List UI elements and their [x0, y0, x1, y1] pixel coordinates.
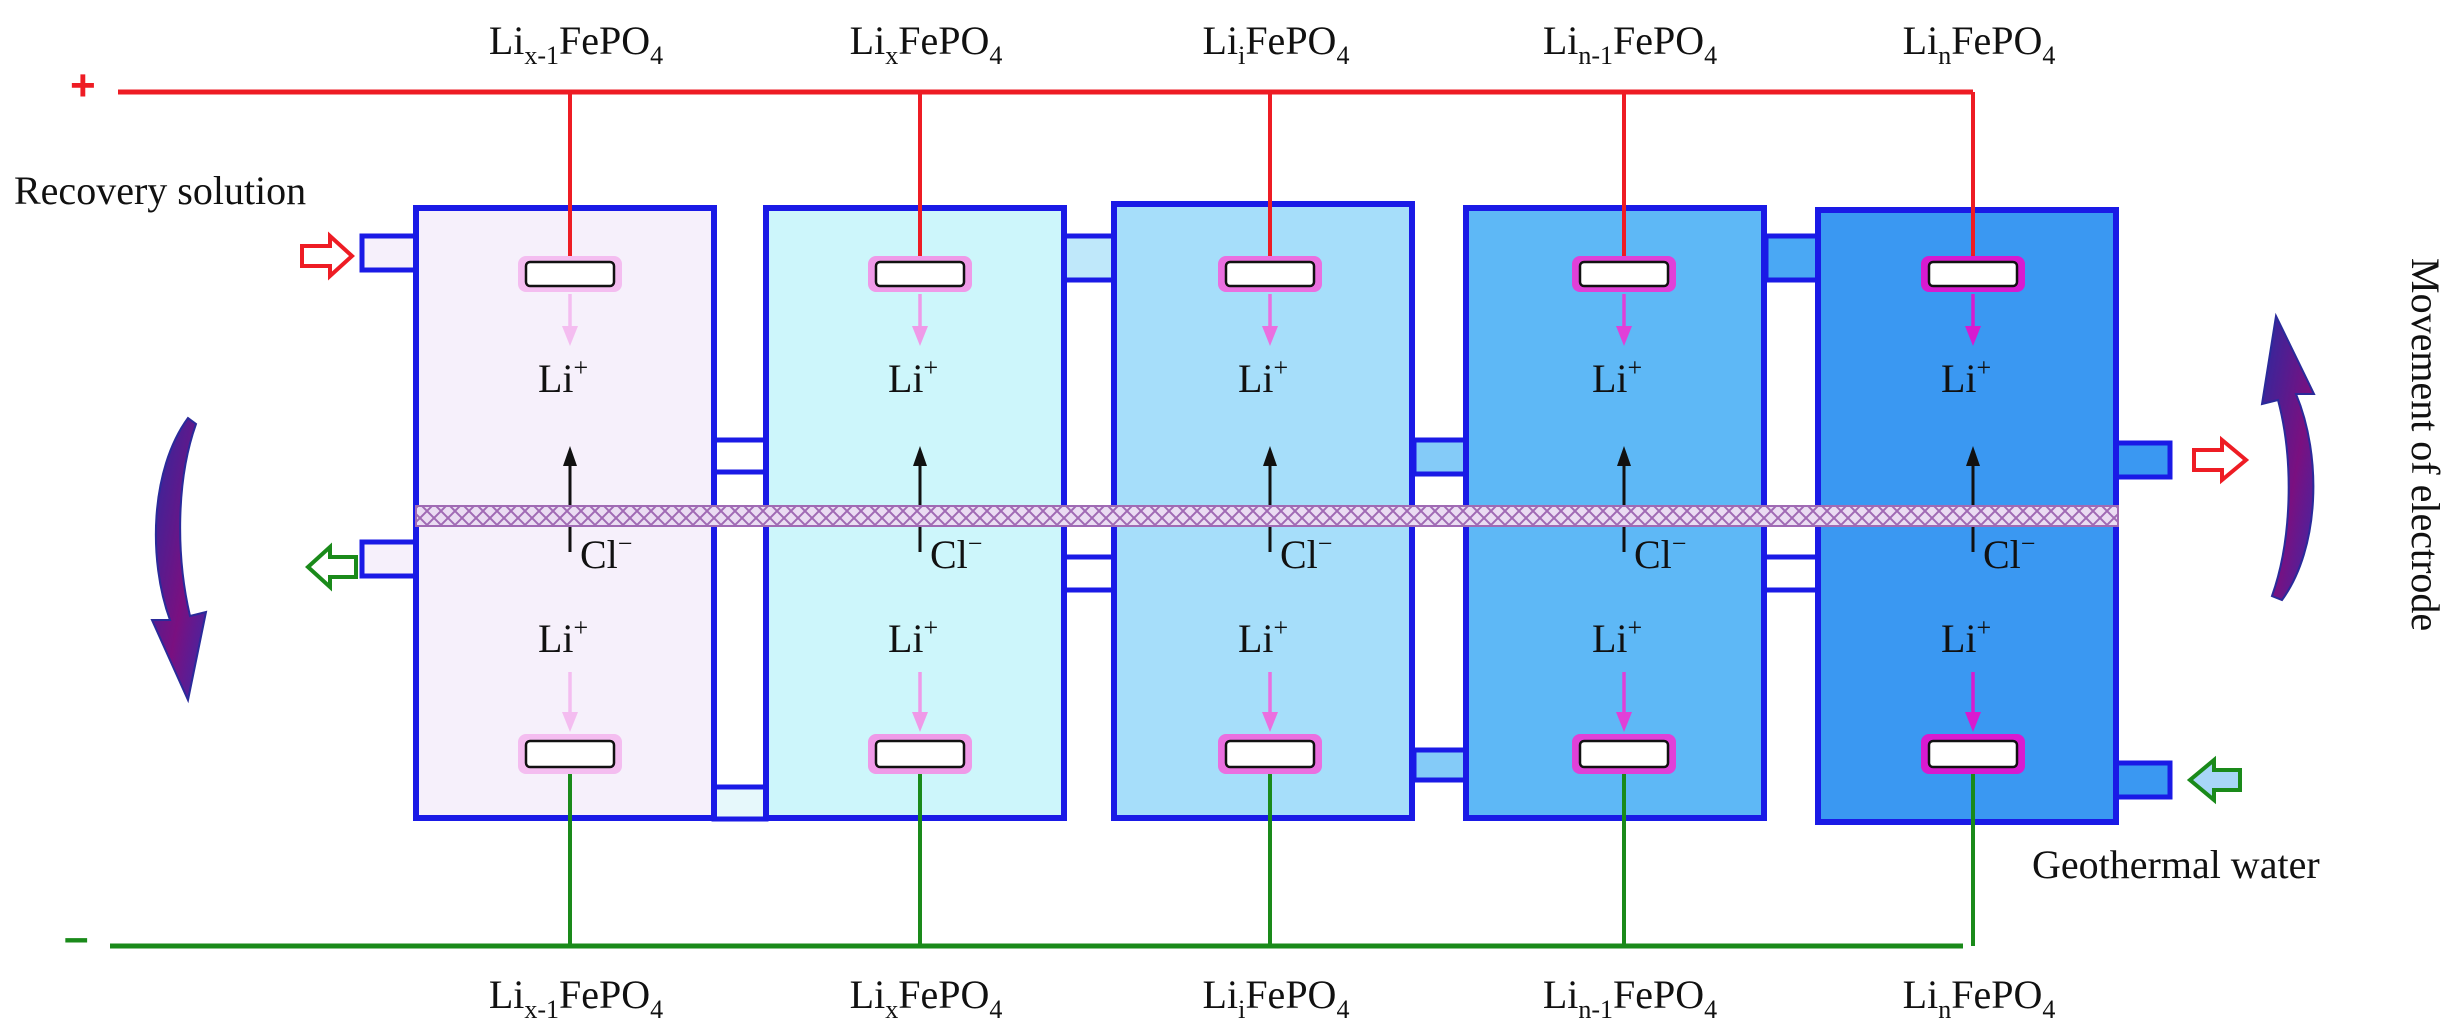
cell-4-cl-ion: Cl−: [1634, 529, 1686, 577]
rotation-arrow-right-icon: [2260, 312, 2316, 602]
cell-1-li-ion-top: Li+: [538, 353, 588, 401]
cell-1-cl-arrowhead: [563, 446, 577, 466]
cell-1-li-ion-bottom: Li+: [538, 613, 588, 661]
cell-4-li-ion-top: Li+: [1592, 353, 1642, 401]
outlet-arrow-geothermal: [2192, 435, 2250, 485]
cell-2-top-li-arrowhead: [912, 326, 928, 346]
cell-2-li-ion-top: Li+: [888, 353, 938, 401]
cell-2-cl-ion: Cl−: [930, 529, 982, 577]
cell-3-bottom-li-arrowhead: [1262, 712, 1278, 732]
cell-1-bottom-formula: Lix-1FePO4: [489, 972, 663, 1024]
cell-3-top-formula: LiiFePO4: [1203, 18, 1350, 70]
cell-2-bottom-electrode: [874, 739, 966, 769]
cell-3-bottom-formula: LiiFePO4: [1203, 972, 1350, 1024]
cell-2-top-electrode: [874, 260, 966, 288]
cell-5-li-ion-top: Li+: [1941, 353, 1991, 401]
electrode-formulas: Lix-1FePO4Lix-1FePO4LixFePO4LixFePO4LiiF…: [489, 18, 2056, 1024]
cell-5-top-li-arrowhead: [1965, 326, 1981, 346]
outlet-arrow-recovery: [305, 542, 358, 592]
movement-of-electrode-label: Movement of electrode: [2403, 258, 2448, 631]
cell-1-top-formula: Lix-1FePO4: [489, 18, 663, 70]
cell-1-top-electrode: [524, 260, 616, 288]
rotation-arrow-left-icon: [150, 416, 208, 704]
positive-terminal-sign: +: [70, 61, 96, 110]
cell-3-cl-arrowhead: [1263, 446, 1277, 466]
cell-5-bottom-electrode: [1927, 739, 2019, 769]
cell-2-bottom-li-arrowhead: [912, 712, 928, 732]
cell-4-top-formula: Lin-1FePO4: [1543, 18, 1717, 70]
cell-1-top-li-arrowhead: [562, 326, 578, 346]
cell-5-cl-arrowhead: [1966, 446, 1980, 466]
cell-5-cl-ion: Cl−: [1983, 529, 2035, 577]
cell-4-cl-arrowhead: [1617, 446, 1631, 466]
cell-4-top-li-arrowhead: [1616, 326, 1632, 346]
cell-5-top-formula: LinFePO4: [1903, 18, 2056, 70]
inlet-arrow-geothermal: [2186, 755, 2242, 805]
cell-4-bottom-formula: Lin-1FePO4: [1543, 972, 1717, 1024]
cell-1-bottom-electrode: [524, 739, 616, 769]
cell-2-li-ion-bottom: Li+: [888, 613, 938, 661]
recovery-solution-label: Recovery solution: [14, 168, 306, 213]
cell-4-bottom-li-arrowhead: [1616, 712, 1632, 732]
cell-3-bottom-electrode: [1224, 739, 1316, 769]
cell-1-bottom-li-arrowhead: [562, 712, 578, 732]
pipes: [359, 233, 2173, 800]
cell-3-top-electrode: [1224, 260, 1316, 288]
cell-2-top-formula: LixFePO4: [850, 18, 1003, 70]
cell-4-li-ion-bottom: Li+: [1592, 613, 1642, 661]
negative-terminal-sign: –: [64, 913, 88, 962]
cell-3-li-ion-top: Li+: [1238, 353, 1288, 401]
cell-5-bottom-li-arrowhead: [1965, 712, 1981, 732]
cell-3-li-ion-bottom: Li+: [1238, 613, 1288, 661]
cell-5-top-electrode: [1927, 260, 2019, 288]
cell-3-top-li-arrowhead: [1262, 326, 1278, 346]
ion-exchange-membrane: [415, 505, 2119, 527]
cell-4-bottom-electrode: [1578, 739, 1670, 769]
cell-2-cl-arrowhead: [913, 446, 927, 466]
cell-3-cl-ion: Cl−: [1280, 529, 1332, 577]
cell-1-cl-ion: Cl−: [580, 529, 632, 577]
inlet-arrow-recovery: [300, 231, 355, 281]
cell-4-top-electrode: [1578, 260, 1670, 288]
cell-2-bottom-formula: LixFePO4: [850, 972, 1003, 1024]
cell-5-bottom-formula: LinFePO4: [1903, 972, 2056, 1024]
geothermal-water-label: Geothermal water: [2032, 842, 2320, 887]
cell-5-li-ion-bottom: Li+: [1941, 613, 1991, 661]
